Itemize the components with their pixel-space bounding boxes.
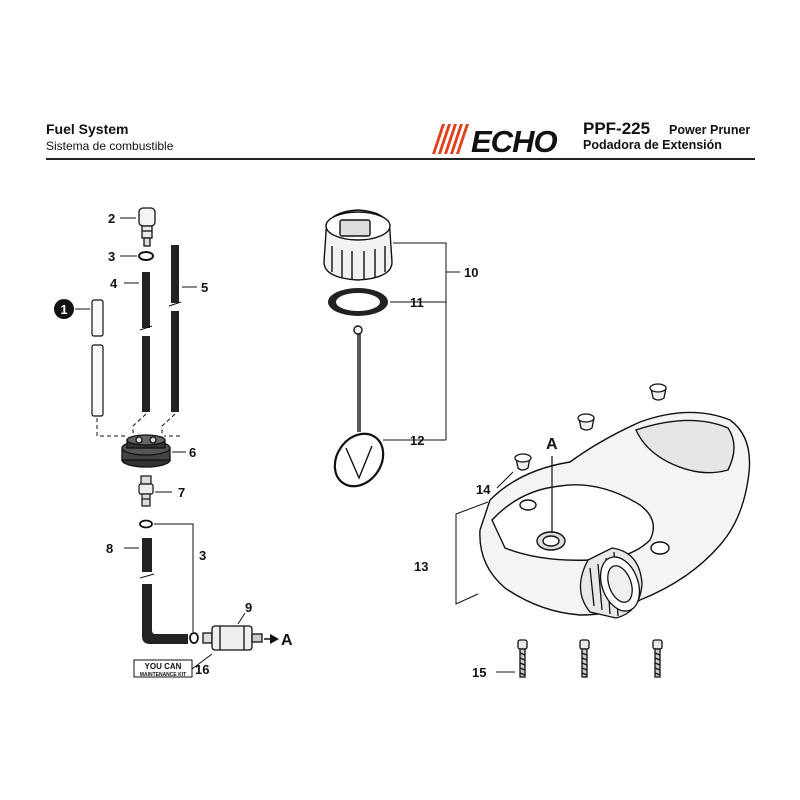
part-11-gasket (328, 288, 388, 316)
callout-1: 1 (60, 302, 67, 317)
callout-10: 10 (464, 265, 478, 280)
callout-5: 5 (201, 280, 208, 295)
model-number: PPF-225 (583, 119, 651, 138)
part-6-grommet (121, 434, 171, 468)
callout-3-top: 3 (108, 249, 115, 264)
ref-a-filter: A (281, 632, 293, 649)
part-5-return-pipe (168, 245, 182, 412)
callout-12: 12 (410, 433, 424, 448)
callout-13-bracket (455, 501, 489, 605)
callout-1-badge (54, 299, 74, 319)
echo-logo: ECHO (430, 118, 580, 159)
callout-14: 14 (476, 482, 491, 497)
callout-11: 11 (410, 295, 424, 310)
callout-9: 9 (245, 600, 252, 615)
part-7-connector (138, 475, 154, 507)
callout-6: 6 (189, 445, 196, 460)
callout-15: 15 (472, 665, 486, 680)
part-15-screws (517, 639, 663, 678)
callout-7: 7 (178, 485, 185, 500)
ref-a-tank: A (546, 436, 558, 453)
callout-4: 4 (110, 276, 118, 291)
kit-badge: YOU CAN MAINTENANCE KIT (133, 659, 193, 678)
callout-3-lower: 3 (199, 548, 206, 563)
kit-badge-line2: MAINTENANCE KIT (140, 672, 186, 678)
echo-logo-graphic: ECHO (432, 124, 558, 159)
part-3-oring-top (138, 251, 154, 261)
callout-2: 2 (108, 211, 115, 226)
part-14-grommets (514, 383, 667, 471)
product-name-en: Power Pruner (669, 123, 751, 137)
callout-16: 16 (195, 662, 209, 677)
part-13-fuel-tank (479, 411, 751, 616)
part-2-fitting (138, 207, 156, 247)
part-9-fuel-filter (202, 625, 263, 651)
logo-wordmark: ECHO (471, 124, 557, 156)
kit-badge-line1: YOU CAN (145, 662, 182, 671)
part-1-tube (91, 299, 104, 417)
section-title: Fuel System (46, 121, 129, 137)
callout-3-bracket (154, 523, 194, 632)
part-12-retainer-tether (333, 325, 385, 488)
part-10-fuel-cap (323, 209, 393, 281)
part-8-fuel-hose (139, 538, 188, 644)
assembly-dashed-lines (96, 413, 180, 440)
tank-filler-neck (579, 547, 643, 619)
callout-10-bracket (393, 242, 447, 440)
callout-13: 13 (414, 559, 428, 574)
callout-8: 8 (106, 541, 113, 556)
part-4-fuel-pipe (139, 272, 153, 412)
section-subtitle: Sistema de combustible (46, 139, 174, 153)
part-3-oring-lower (139, 519, 153, 529)
part-3-oring-filter (189, 632, 199, 644)
product-name-es: Podadora de Extensión (583, 138, 722, 152)
header-divider (46, 158, 755, 160)
